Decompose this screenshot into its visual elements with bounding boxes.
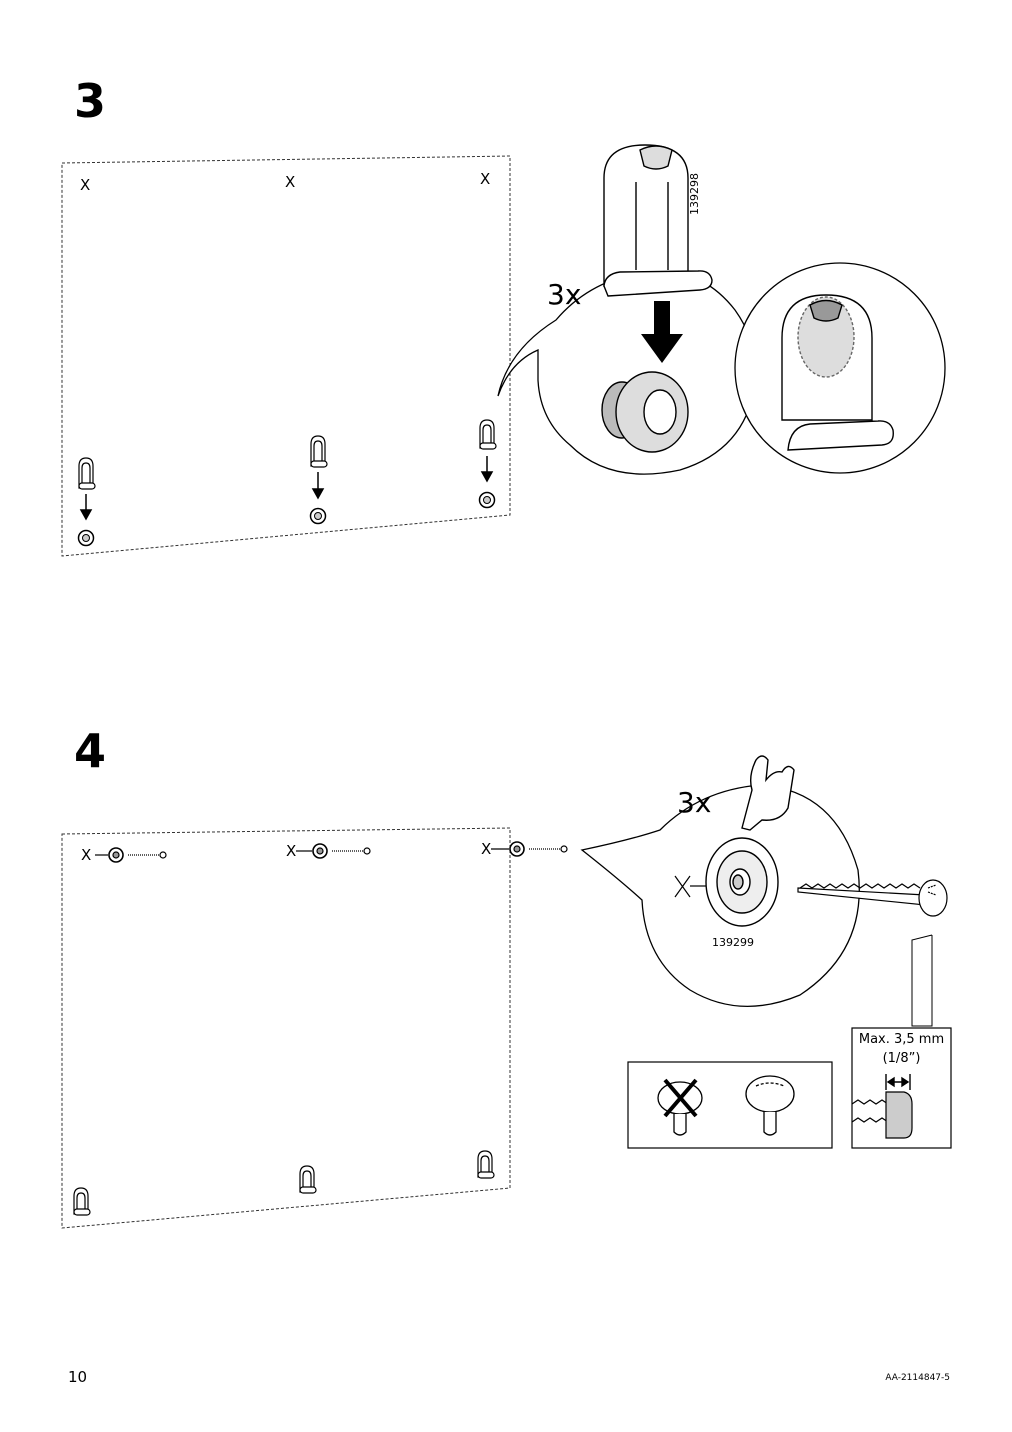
document-code: AA-2114847-5 <box>885 1373 950 1383</box>
step-4-max-label: Max. 3,5 mm <box>858 1032 945 1047</box>
step-4-finger-icon <box>741 755 795 831</box>
step-4-comparison-box <box>627 1061 833 1149</box>
step-4-hook-right <box>477 1150 495 1179</box>
step-4-gap-screw-head <box>851 1091 913 1139</box>
step-3-x-mark-right: X <box>480 170 491 188</box>
page-number: 10 <box>68 1368 88 1386</box>
step-4-hook-middle <box>299 1165 317 1194</box>
step-4-washer-large <box>705 837 779 927</box>
step-4-part-number: 139299 <box>712 936 754 949</box>
step-3-washer-large <box>601 371 689 453</box>
step-3-quantity: 3x <box>547 278 582 311</box>
step-4-number: 4 <box>74 724 107 778</box>
step-4-x-mark-right: X <box>481 840 492 858</box>
step-3-washer-middle <box>309 507 327 525</box>
step-3-illustration <box>61 144 946 557</box>
step-3-arrow-right <box>480 456 494 483</box>
step-4-correct-screw-icon <box>745 1075 795 1136</box>
step-4-screw-large <box>797 879 948 917</box>
step-4-washer-screw-left <box>95 847 167 863</box>
step-3-number: 3 <box>74 74 107 128</box>
step-4-quantity: 3x <box>677 786 712 819</box>
step-4-panel <box>61 827 511 1229</box>
step-4-max-label-imperial: (1/8”) <box>882 1051 921 1066</box>
step-3-detail-hook <box>781 294 894 451</box>
step-4-gap-arrow-icon <box>885 1074 911 1090</box>
step-4-x-mark-left: X <box>81 846 92 864</box>
step-4-hook-left <box>73 1187 91 1216</box>
step-3-hook-middle <box>310 435 328 468</box>
step-3-hook-left <box>78 457 96 490</box>
step-3-x-mark-middle: X <box>285 173 296 191</box>
step-3-washer-left <box>77 529 95 547</box>
step-3-x-mark-left: X <box>80 176 91 194</box>
step-4-wrong-x-mark <box>663 1078 698 1118</box>
step-4-leader-line <box>911 934 933 1027</box>
step-3-hook-right <box>479 419 497 450</box>
step-3-arrow-middle <box>311 472 325 500</box>
step-4-washer-screw-middle <box>296 843 371 859</box>
step-3-arrow-left <box>79 494 93 521</box>
step-3-washer-right <box>478 491 496 509</box>
step-4-callout-x-mark <box>674 875 706 898</box>
step-3-down-arrow-large <box>641 301 683 363</box>
step-4-washer-screw-right <box>491 841 568 857</box>
step-4-x-mark-middle: X <box>286 842 297 860</box>
step-3-panel <box>61 155 511 557</box>
step-3-large-hook <box>603 144 713 297</box>
